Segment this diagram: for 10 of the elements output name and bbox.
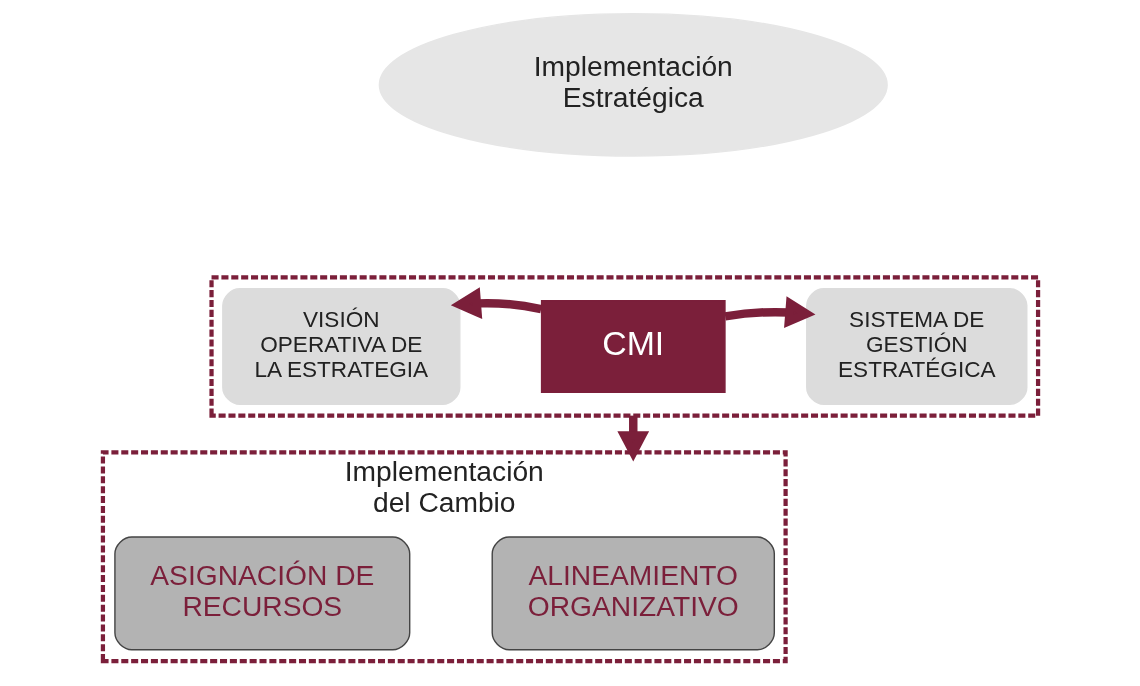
arrow xyxy=(724,296,815,329)
node-box: ASIGNACIÓN DE RECURSOS xyxy=(113,536,410,651)
node-ellipse: Implementación Estratégica xyxy=(378,12,888,157)
node-box: SISTEMA DE GESTIÓN ESTRATÉGICA xyxy=(805,288,1027,406)
arrow xyxy=(616,415,649,462)
arrow xyxy=(450,287,542,319)
cluster xyxy=(208,275,1040,418)
node-box: VISIÓN OPERATIVA DE LA ESTRATEGIA xyxy=(221,288,460,406)
node-box: CMI xyxy=(540,300,726,394)
node-box: ALINEAMIENTO ORGANIZATIVO xyxy=(491,536,775,651)
